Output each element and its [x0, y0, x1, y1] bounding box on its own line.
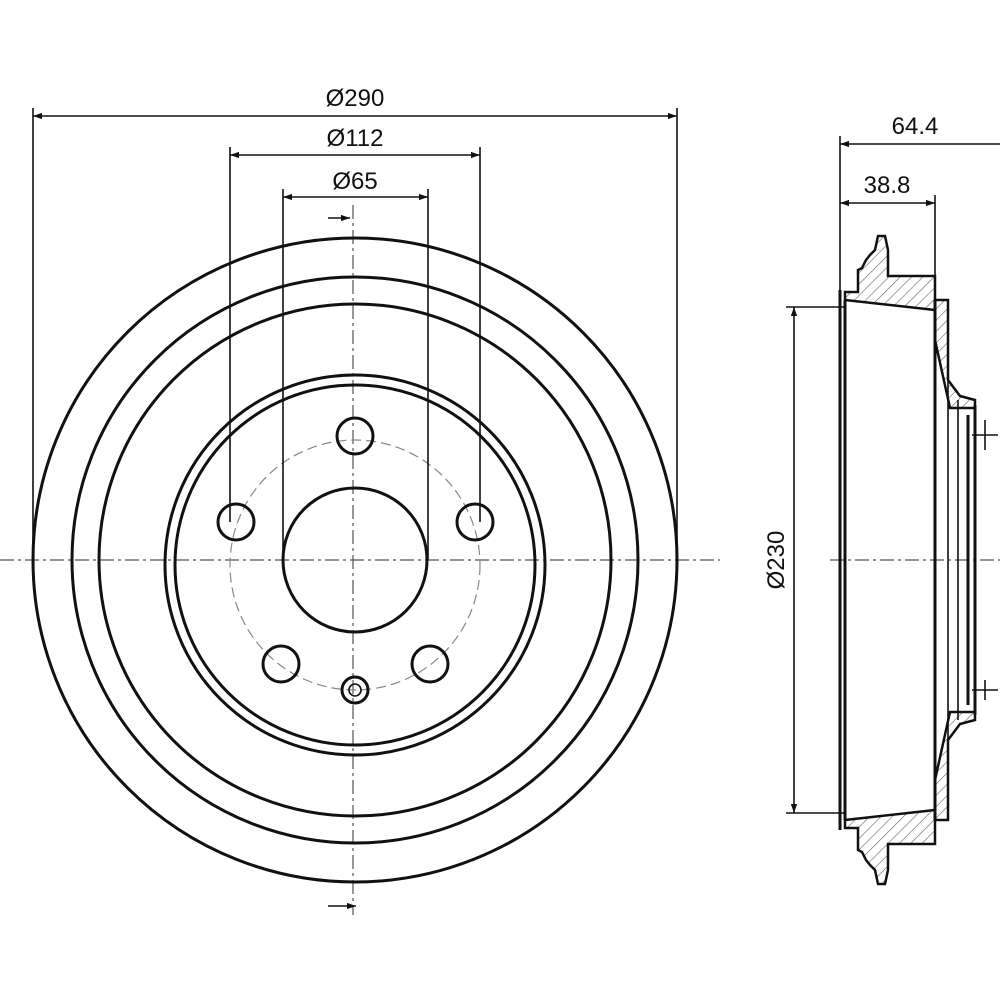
drum-depth-label: 38.8 [864, 172, 911, 199]
locating-screw-hole [340, 675, 370, 705]
bolt-circle [229, 439, 481, 691]
inner-step-circle [97, 302, 613, 818]
section-hatch [843, 234, 977, 410]
overall-height-label: 64.4 [892, 113, 939, 140]
side-section-view: 64.4 38.8 Ø230 [763, 113, 1000, 886]
hub-face-outer-circle [163, 373, 547, 757]
outer-step-circle [70, 275, 640, 845]
hub-face-inner-circle [173, 383, 537, 747]
bolt-hole [410, 644, 450, 684]
bolt-hole [261, 644, 301, 684]
braking-surface-diameter-label: Ø230 [763, 531, 790, 590]
bolt-hole [455, 502, 495, 542]
bolt-circle-diameter-label: Ø112 [327, 125, 384, 152]
outer-diameter-label: Ø290 [326, 85, 385, 112]
bolt-hole [335, 416, 375, 456]
bolt-hole [216, 502, 256, 542]
front-view: Ø290 Ø112 Ø65 [0, 85, 720, 915]
center-bore-diameter-label: Ø65 [332, 168, 377, 195]
section-hatch [843, 710, 977, 886]
